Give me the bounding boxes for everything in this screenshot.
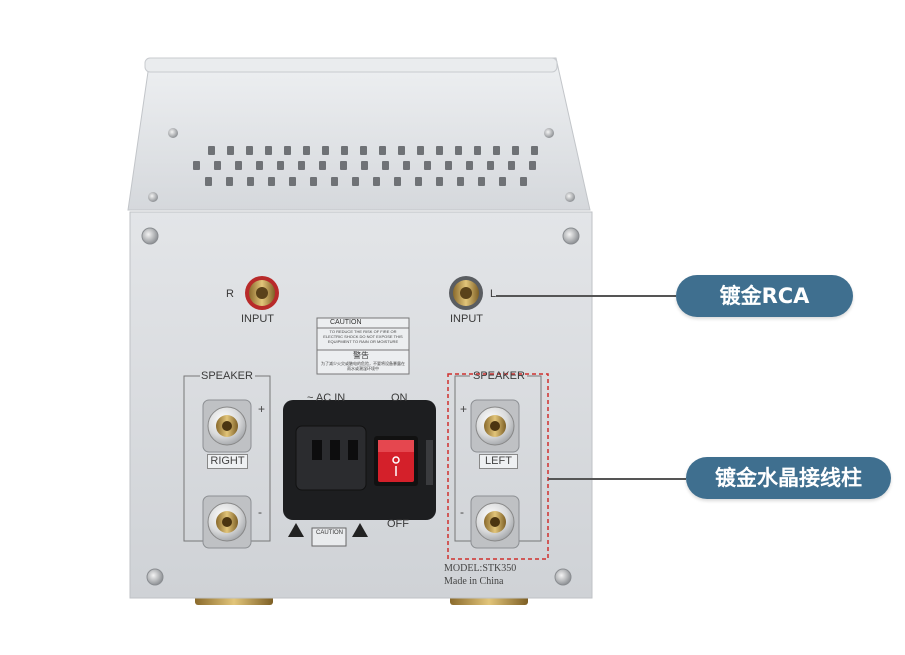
small-caution-label: CAUTION (316, 530, 343, 536)
speaker-right-heading: SPEAKER (201, 370, 253, 382)
left-minus-mark: - (460, 505, 464, 519)
binding-post-leader-line (548, 478, 686, 480)
caution-label-text: TO REDUCE THE RISK OF FIRE OR ELECTRIC S… (323, 329, 403, 344)
power-on-label: ON (391, 392, 408, 404)
rca-leader-line (496, 295, 676, 297)
right-minus-mark: - (258, 505, 262, 519)
ac-in-label: ~ AC IN (307, 392, 346, 404)
left-channel-mark: L (490, 288, 497, 300)
left-plus-mark: + (460, 402, 468, 416)
model-label: MODEL:STK350 (444, 563, 517, 574)
speaker-left-heading: SPEAKER (473, 370, 525, 382)
right-channel-tag: RIGHT (207, 454, 248, 469)
binding-post-callout: 镀金水晶接线柱 (686, 457, 891, 499)
warning-cn-title: 警告 (353, 351, 369, 360)
caution-label-title: CAUTION (330, 319, 362, 326)
warning-cn-text: 为了减少火灾或触电的危险，不要将设备暴露在雨水或潮湿环境中 (321, 361, 405, 371)
rca-callout: 镀金RCA (676, 275, 853, 317)
left-input-label: INPUT (450, 313, 483, 325)
power-off-label: OFF (387, 518, 409, 530)
left-channel-tag: LEFT (479, 454, 518, 469)
right-plus-mark: + (258, 402, 266, 416)
origin-label: Made in China (444, 576, 504, 587)
right-input-label: INPUT (241, 313, 274, 325)
right-channel-mark: R (226, 288, 234, 300)
